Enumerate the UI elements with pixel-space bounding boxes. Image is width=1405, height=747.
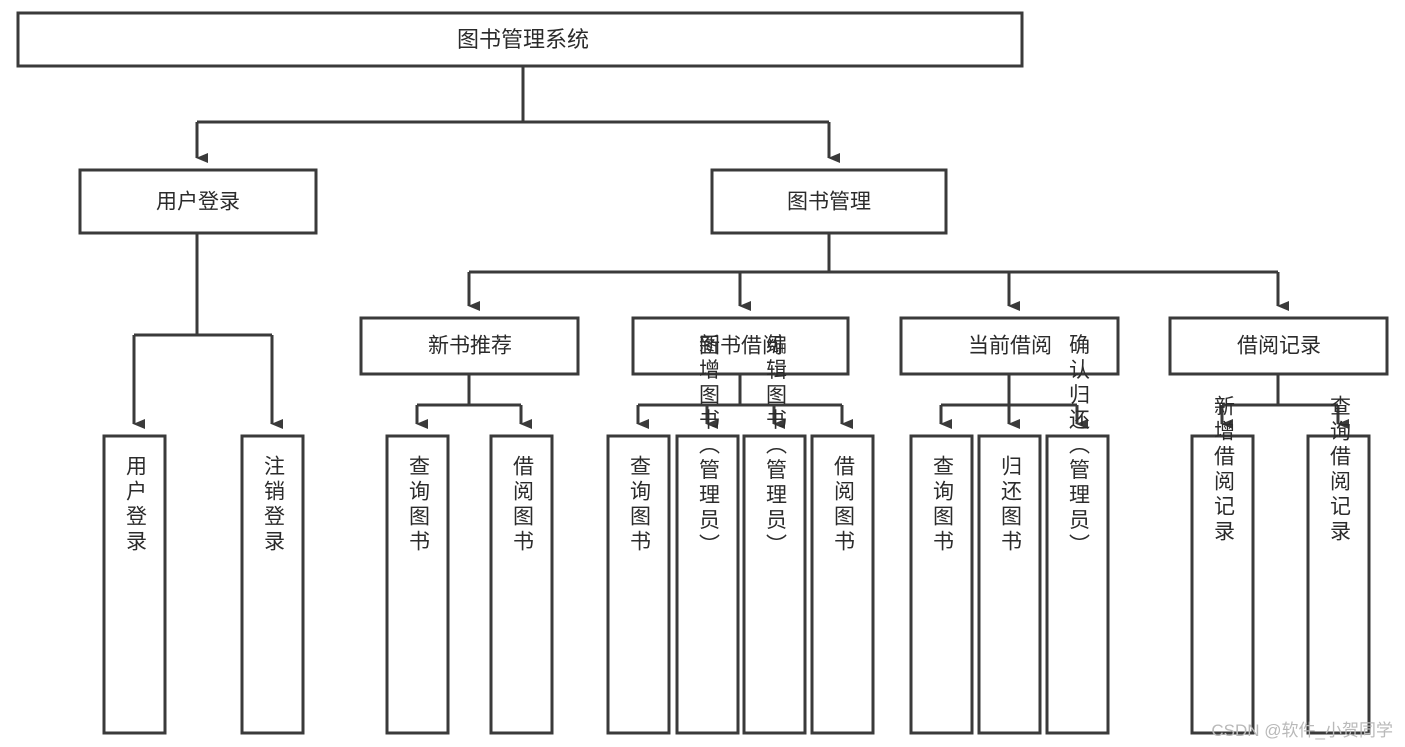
leaf-query-book-3-label: 查询图书 [931, 455, 955, 555]
leaf-query-book-1[interactable]: 查询图书 [385, 434, 450, 735]
connector-group-current-borrow [939, 374, 1088, 429]
leaf-borrow-book-2-box[interactable] [810, 434, 875, 735]
leaf-query-book-3[interactable]: 查询图书 [909, 434, 974, 735]
leaf-add-book[interactable]: 新增图书（管理员） [675, 334, 740, 735]
leaf-add-book-box[interactable] [675, 434, 740, 735]
node-new-book-rec-label: 新书推荐 [428, 335, 512, 358]
connector-group-new-book-rec [415, 374, 532, 429]
node-new-book-rec[interactable]: 新书推荐 [359, 316, 580, 376]
node-borrow-record[interactable]: 借阅记录 [1168, 316, 1389, 376]
node-book-borrow-label: 图书借阅 [699, 335, 783, 358]
leaf-confirm-return[interactable]: 确认归还（管理员） [1045, 334, 1110, 735]
node-new-book-rec-box[interactable] [359, 316, 580, 376]
leaf-borrow-book-1-label: 借阅图书 [511, 455, 535, 555]
leaf-borrow-book-2-label: 借阅图书 [832, 455, 856, 555]
leaf-add-record-label: 新增借阅记录 [1212, 395, 1236, 545]
leaf-edit-book[interactable]: 编辑图书（管理员） [742, 334, 807, 735]
connector-group-user-login [132, 233, 283, 429]
leaf-query-book-1-box[interactable] [385, 434, 450, 735]
leaf-add-book-label: 新增图书（管理员） [697, 334, 721, 559]
leaf-return-book[interactable]: 归还图书 [977, 434, 1042, 735]
node-borrow-record-box[interactable] [1168, 316, 1389, 376]
node-book-borrow-box[interactable] [631, 316, 850, 376]
connector-group-book-manage [467, 233, 1289, 311]
leaf-user-login-box[interactable] [102, 434, 167, 735]
leaf-borrow-book-1[interactable]: 借阅图书 [489, 434, 554, 735]
leaf-edit-book-label: 编辑图书（管理员） [764, 334, 788, 559]
leaf-add-record-box[interactable] [1190, 434, 1255, 735]
leaf-borrow-book-2[interactable]: 借阅图书 [810, 434, 875, 735]
leaf-user-login-label: 用户登录 [124, 455, 148, 555]
leaf-user-logout-box[interactable] [240, 434, 305, 735]
leaf-edit-book-box[interactable] [742, 434, 807, 735]
node-user-login-label: 用户登录 [156, 191, 240, 214]
leaf-borrow-book-1-box[interactable] [489, 434, 554, 735]
leaf-user-login[interactable]: 用户登录 [102, 434, 167, 735]
node-root-label: 图书管理系统 [457, 27, 589, 52]
leaf-confirm-return-box[interactable] [1045, 434, 1110, 735]
leaf-query-record[interactable]: 查询借阅记录 [1306, 395, 1371, 735]
leaf-query-record-label: 查询借阅记录 [1328, 395, 1352, 545]
leaf-return-book-box[interactable] [977, 434, 1042, 735]
connector-group-book-borrow [636, 374, 853, 429]
node-root[interactable]: 图书管理系统 [16, 11, 1024, 68]
leaf-add-record[interactable]: 新增借阅记录 [1190, 395, 1255, 735]
node-user-login-box[interactable] [78, 168, 318, 235]
leaf-confirm-return-label: 确认归还（管理员） [1067, 334, 1091, 559]
leaf-query-book-2[interactable]: 查询图书 [606, 434, 671, 735]
leaf-query-book-1-label: 查询图书 [407, 455, 431, 555]
leaf-return-book-label: 归还图书 [999, 455, 1023, 555]
node-book-manage[interactable]: 图书管理 [710, 168, 948, 235]
node-book-manage-box[interactable] [710, 168, 948, 235]
node-current-borrow[interactable]: 当前借阅 [899, 316, 1120, 376]
connector-group-root [195, 66, 840, 163]
leaf-query-record-box[interactable] [1306, 434, 1371, 735]
connector-group-borrow-record [1220, 374, 1349, 429]
leaf-query-book-3-box[interactable] [909, 434, 974, 735]
node-current-borrow-label: 当前借阅 [968, 335, 1052, 358]
node-book-borrow[interactable]: 图书借阅 [631, 316, 850, 376]
leaf-query-book-2-box[interactable] [606, 434, 671, 735]
leaf-query-book-2-label: 查询图书 [628, 455, 652, 555]
node-current-borrow-box[interactable] [899, 316, 1120, 376]
node-borrow-record-label: 借阅记录 [1237, 335, 1321, 358]
node-book-manage-label: 图书管理 [787, 191, 871, 214]
leaf-user-logout-label: 注销登录 [262, 455, 286, 555]
leaf-user-logout[interactable]: 注销登录 [240, 434, 305, 735]
node-root-box[interactable] [16, 11, 1024, 68]
node-user-login[interactable]: 用户登录 [78, 168, 318, 235]
